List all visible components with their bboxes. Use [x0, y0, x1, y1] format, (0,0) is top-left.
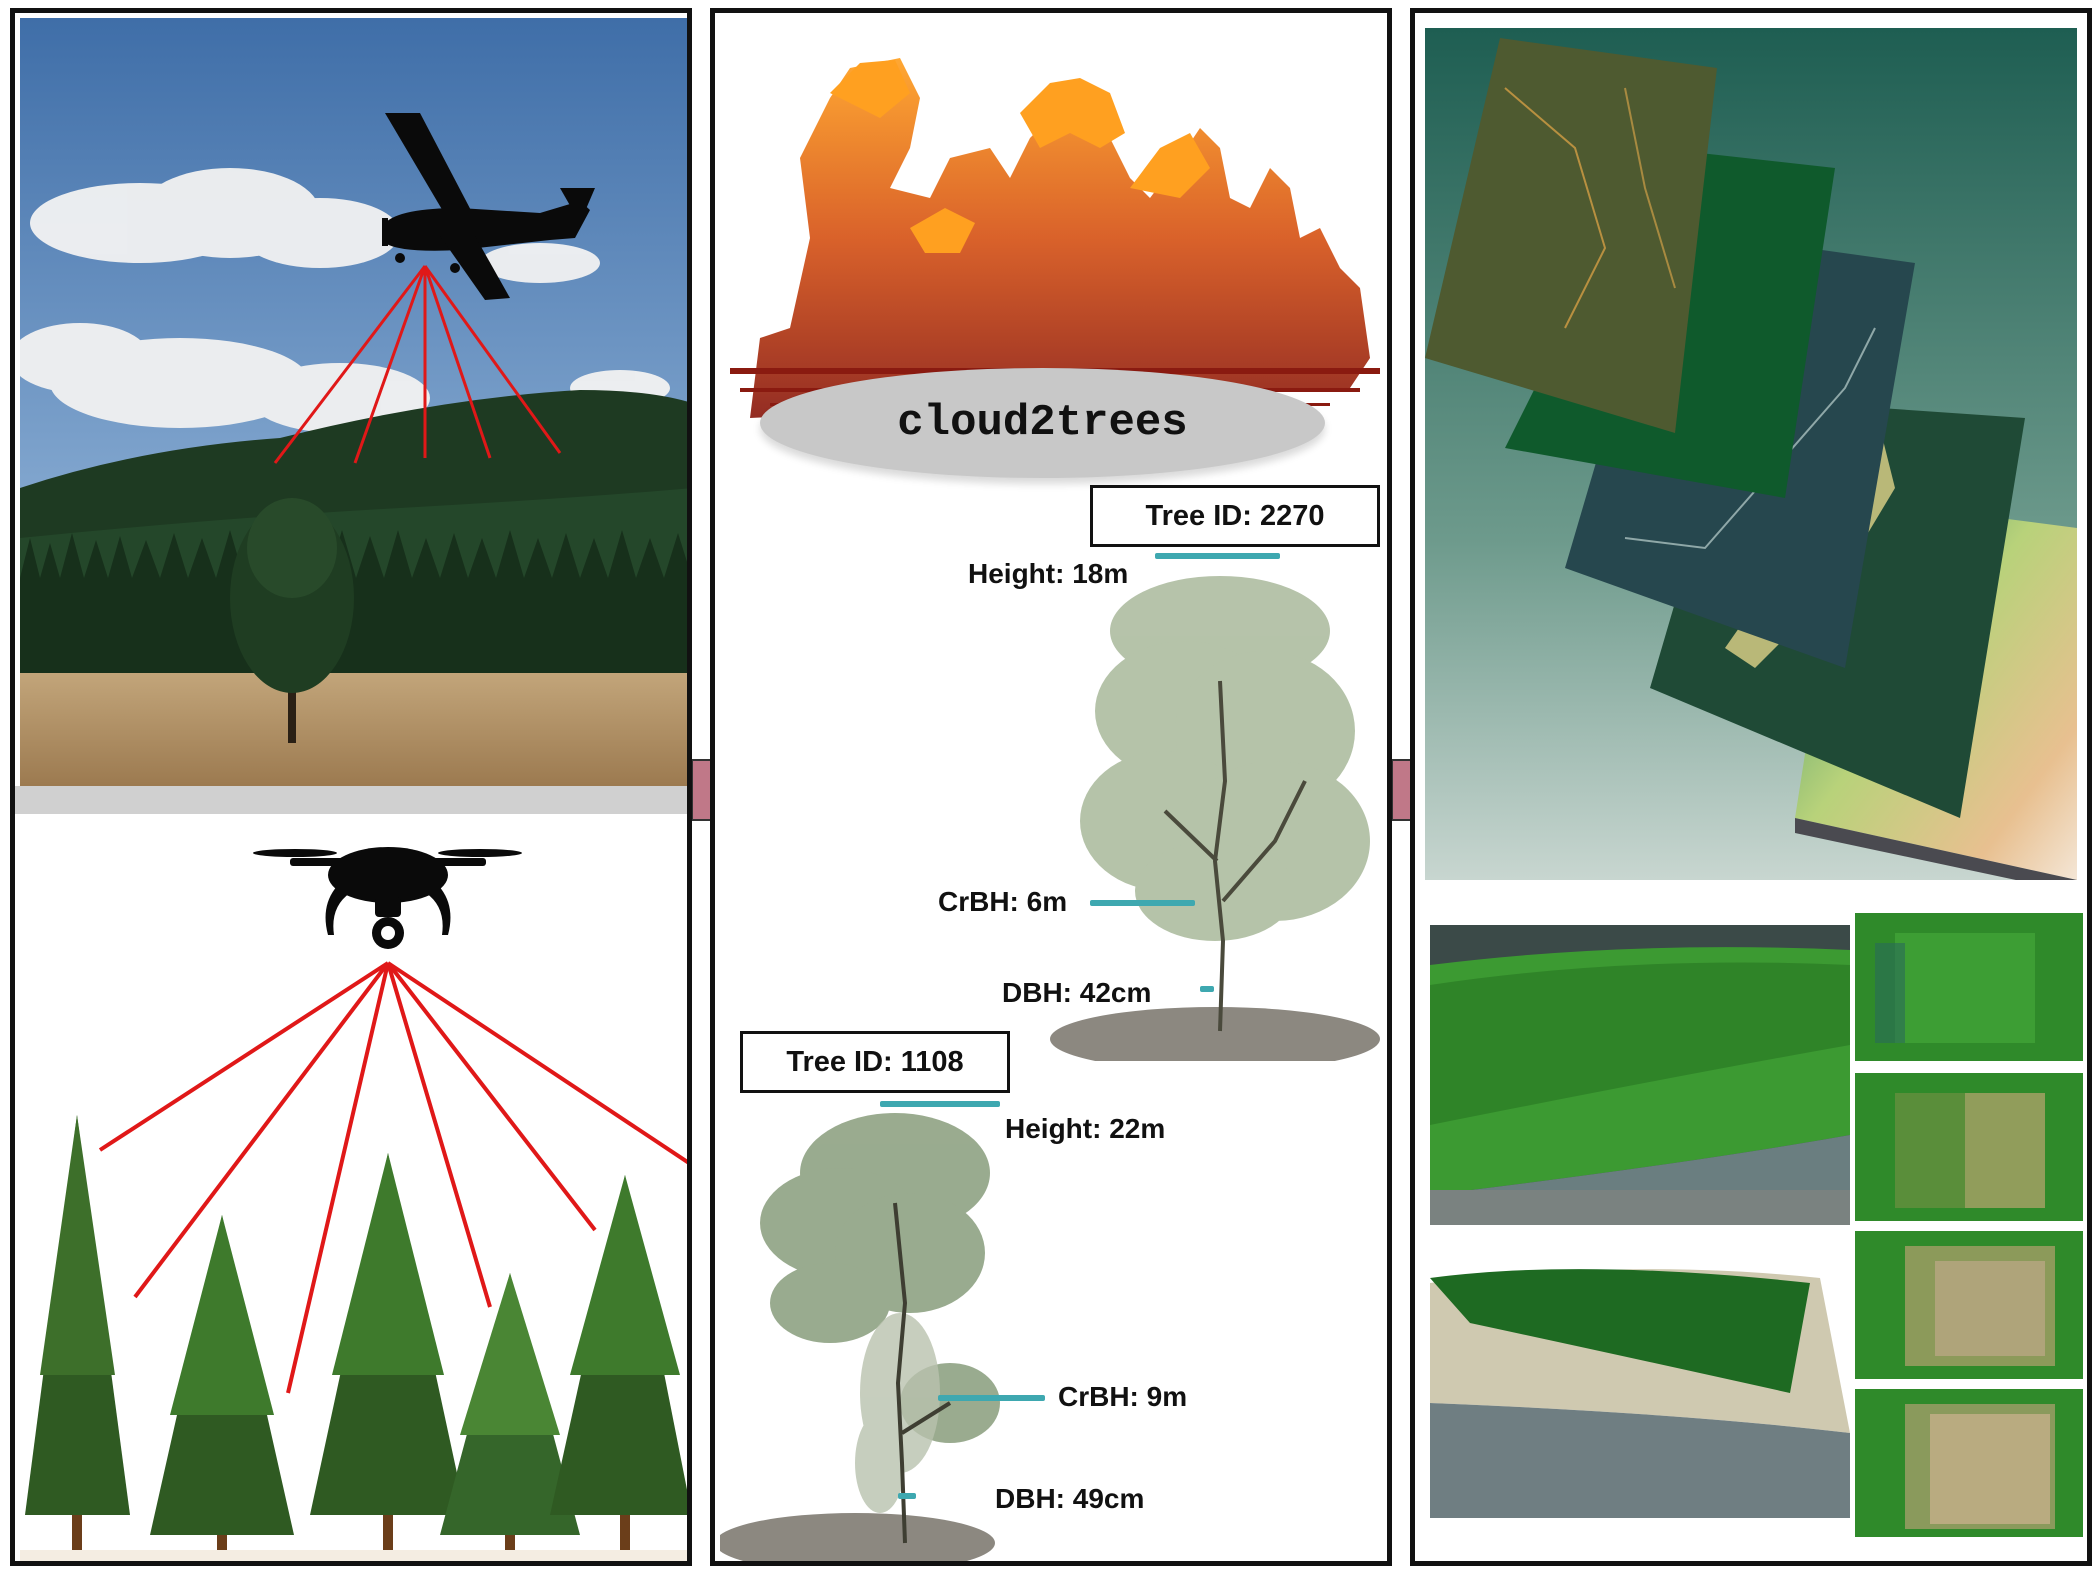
tree-a-crbh-label: CrBH: 6m — [938, 886, 1068, 917]
tree-b-crbh-label: CrBH: 9m — [1058, 1381, 1188, 1412]
raster-layer-stack — [1425, 28, 2077, 880]
scenario-thumbnail-1 — [1855, 913, 2083, 1061]
forest-3d-view-top — [1430, 925, 1850, 1225]
tree-b-dbh-bar — [898, 1493, 916, 1499]
airborne-lidar-scene — [20, 18, 687, 786]
scenario-thumbnails — [1855, 913, 2085, 1538]
tree-b-crbh-bar — [938, 1395, 1045, 1401]
tree-a-height-bar — [1155, 553, 1280, 559]
drone-icon — [253, 847, 522, 949]
tree-a-dbh-bar — [1200, 986, 1214, 992]
tree-b-height-bar — [880, 1101, 1000, 1107]
scenario-thumbnail-3 — [1855, 1231, 2083, 1379]
airborne-laser-lines — [273, 265, 562, 464]
scenario-thumbnail-2 — [1855, 1073, 2083, 1221]
tree-a-height-label: Height: 18m — [968, 558, 1129, 589]
scenario-thumbnail-4 — [1855, 1389, 2083, 1537]
tree-b-dbh-label: DBH: 49cm — [995, 1483, 1145, 1514]
drone-lidar-scene — [20, 815, 687, 1561]
tree-a-point-cloud — [1050, 576, 1380, 1061]
scene-divider — [15, 786, 687, 814]
tree-a-crbh-bar — [1090, 900, 1195, 906]
imagery-layer — [1425, 38, 1717, 433]
left-panel — [10, 8, 692, 1566]
lone-pine-tree — [230, 498, 354, 743]
tree-b-point-cloud — [720, 1113, 1000, 1561]
middle-panel: cloud2trees Tree ID: 2270 Height: 18m Cr… — [710, 8, 1392, 1566]
forest-3d-view-bottom — [1430, 1253, 1850, 1518]
tree-b-height-label: Height: 22m — [1005, 1113, 1166, 1144]
right-panel — [1410, 8, 2092, 1566]
tree-b-id-box: Tree ID: 1108 — [740, 1031, 1010, 1093]
airplane-icon — [382, 113, 595, 300]
tree-a-dbh-label: DBH: 42cm — [1002, 977, 1152, 1008]
pine-tree-row — [20, 1115, 687, 1561]
tool-name-label: cloud2trees — [760, 368, 1325, 478]
drone-laser-lines — [98, 961, 687, 1394]
tree-a-id-box: Tree ID: 2270 — [1090, 485, 1380, 547]
